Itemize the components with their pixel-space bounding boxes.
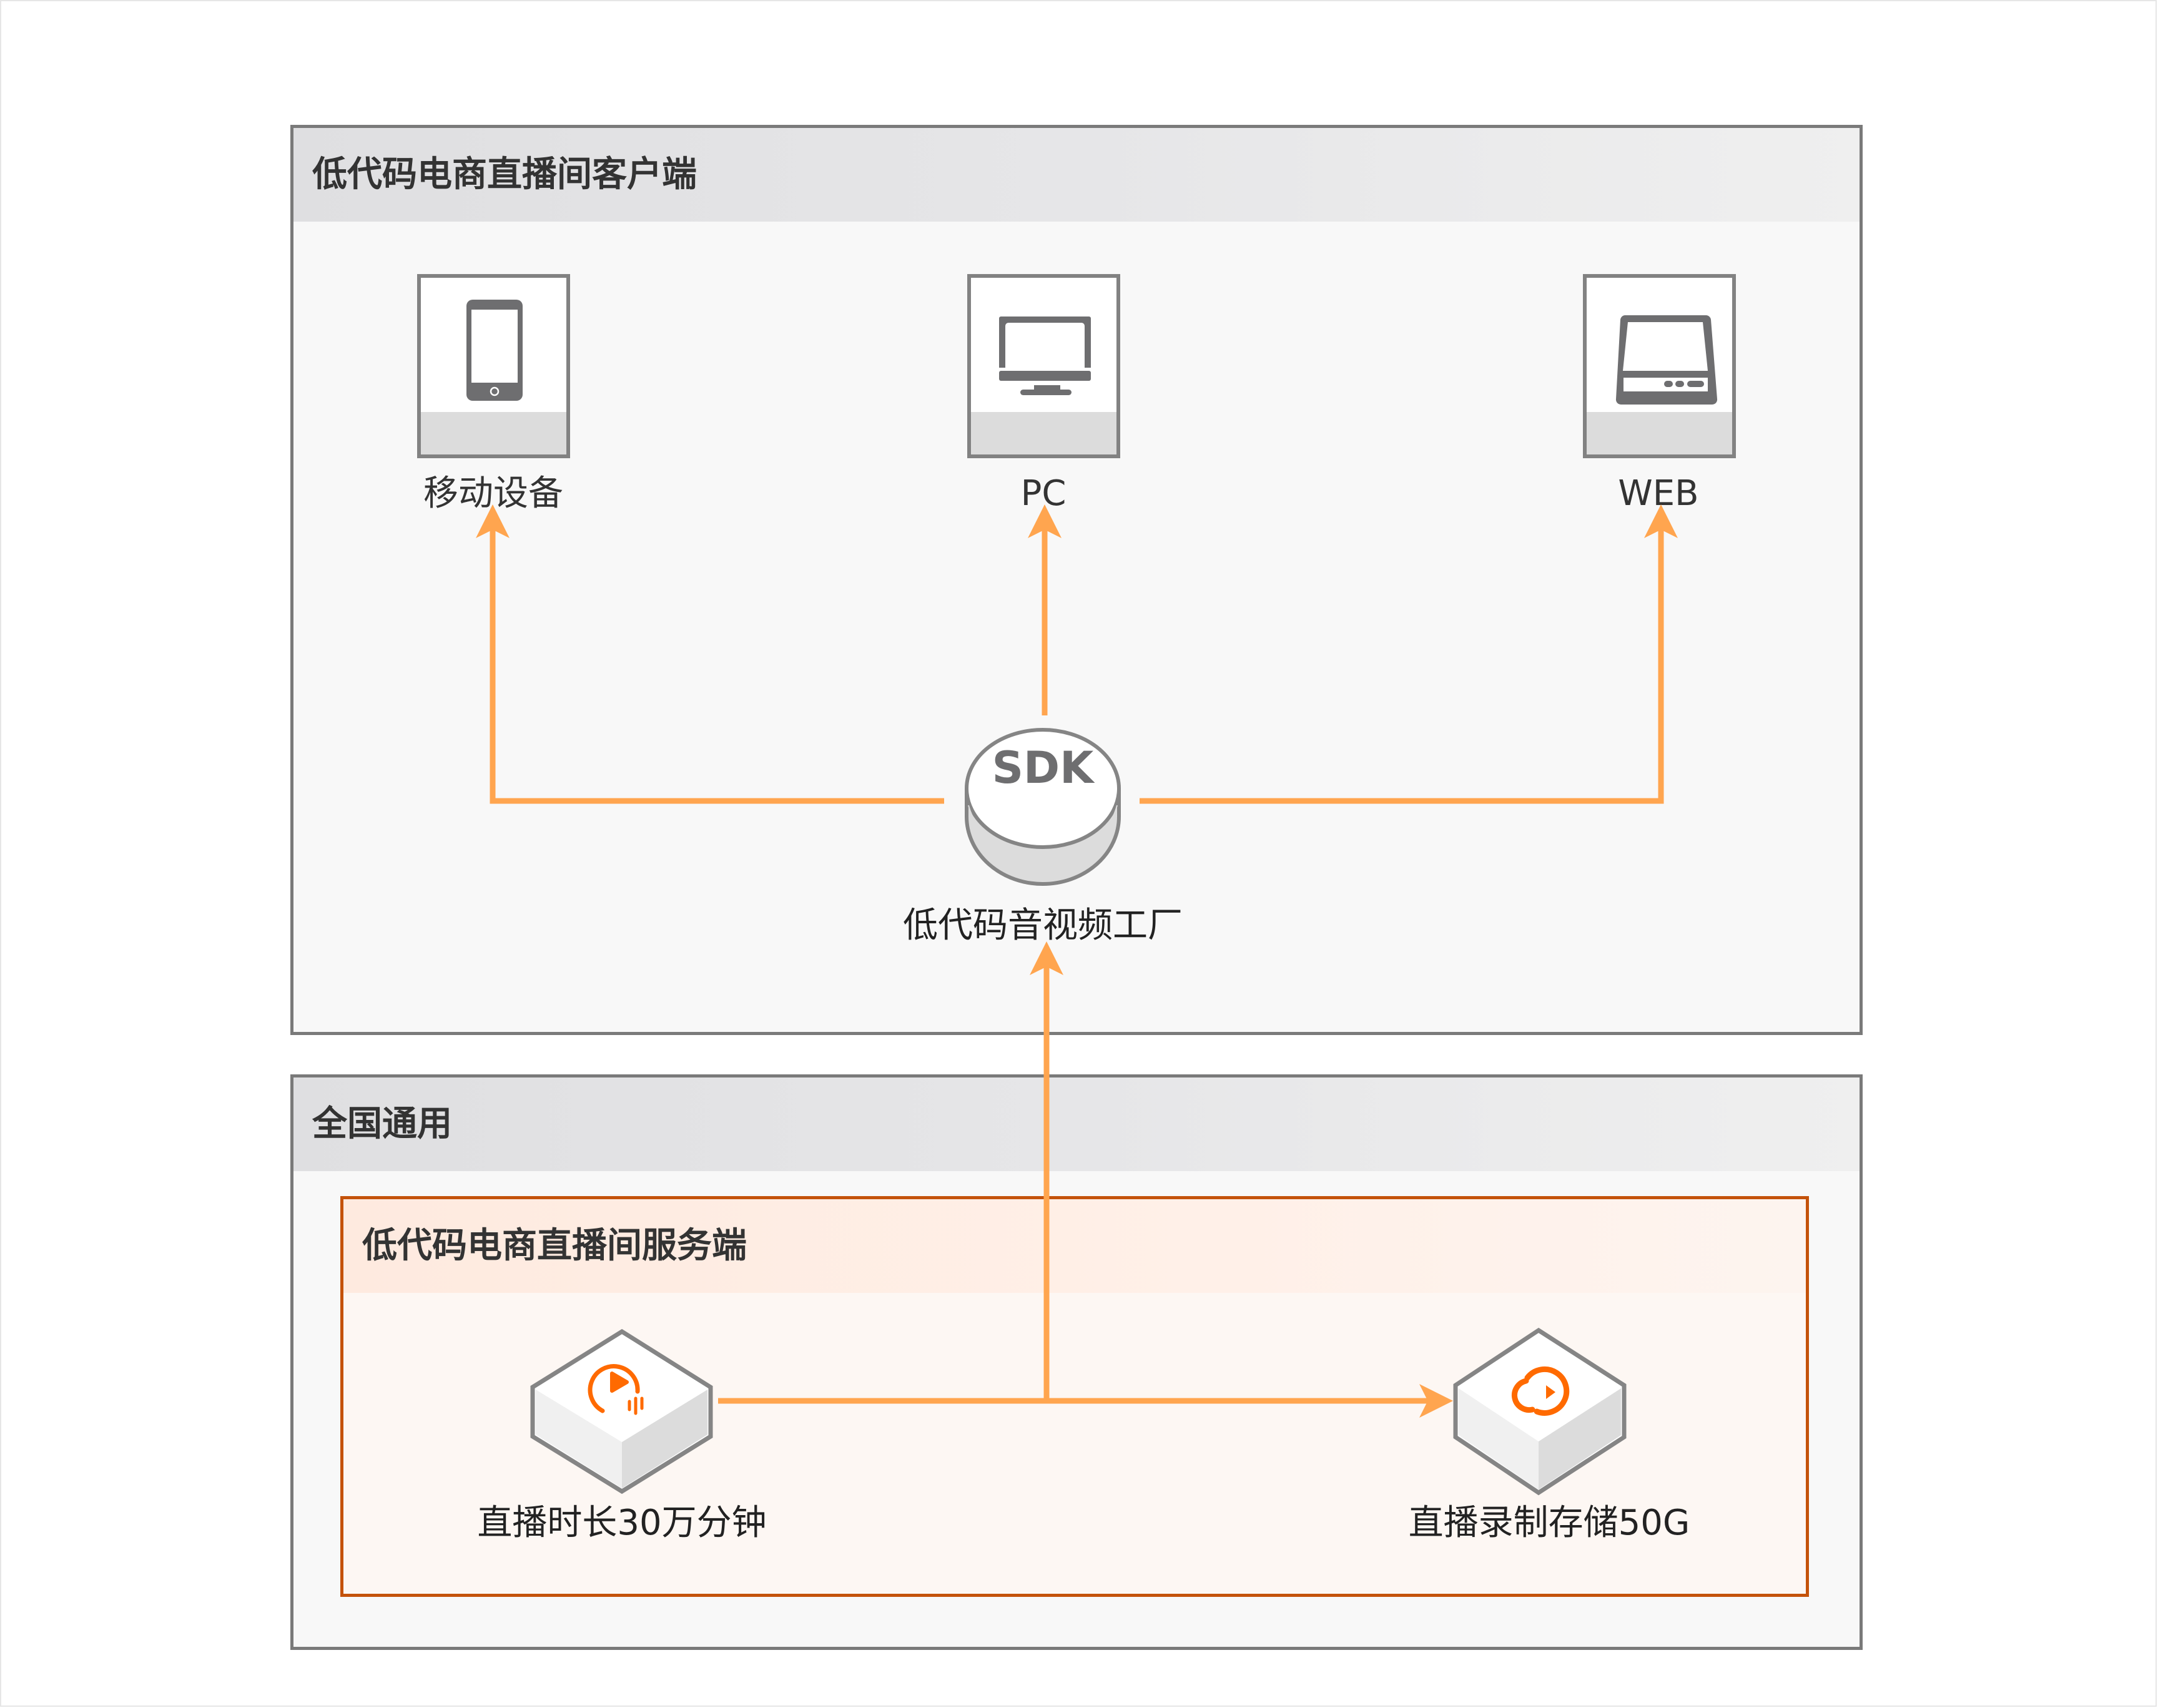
client-panel-title: 低代码电商直播间客户端 [312,154,697,195]
national-panel-title: 全国通用 [312,1104,452,1144]
monitor-icon [999,317,1091,395]
device-pc-base [971,412,1116,454]
client-panel: 低代码电商直播间客户端 [290,125,1863,1035]
server-box-header: 低代码电商直播间服务端 [343,1199,1806,1293]
national-panel: 全国通用 低代码电商直播间服务端 [290,1074,1863,1650]
smartphone-icon [466,300,523,401]
record-storage-label: 直播录制存储50G [1408,1503,1690,1543]
device-mobile-base [421,412,566,454]
device-mobile[interactable] [417,274,570,458]
device-web-label: WEB [1618,473,1699,514]
device-web[interactable] [1583,274,1736,458]
sdk-badge: SDK [992,742,1094,793]
client-panel-header: 低代码电商直播间客户端 [293,128,1860,222]
device-pc[interactable] [967,274,1120,458]
device-web-base [1587,412,1732,454]
web-browser-icon [1615,315,1718,405]
device-mobile-label: 移动设备 [423,473,563,514]
device-pc-label: PC [1020,473,1067,514]
server-box-title: 低代码电商直播间服务端 [362,1225,747,1266]
live-duration-label: 直播时长30万分钟 [477,1503,767,1543]
national-panel-header: 全国通用 [293,1077,1860,1171]
sdk-label: 低代码音视频工厂 [903,905,1183,946]
